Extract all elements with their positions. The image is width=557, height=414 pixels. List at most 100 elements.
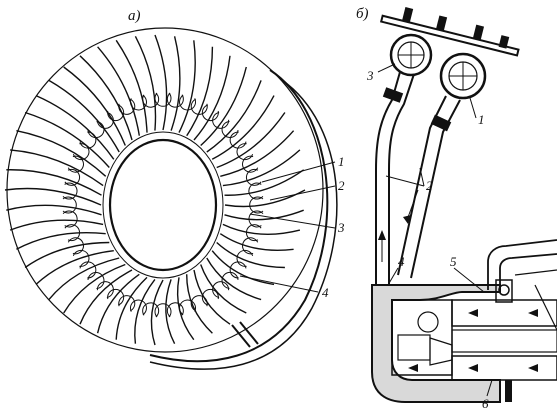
coil-bend xyxy=(154,303,172,318)
chamber-part-2 xyxy=(397,334,431,361)
channel-middle xyxy=(451,329,557,353)
bolt-2 xyxy=(436,15,448,31)
coil-bend xyxy=(212,112,230,129)
coil-bend xyxy=(236,249,254,267)
leader-b4 xyxy=(387,267,399,286)
coil-bend xyxy=(179,299,196,316)
coil-tube xyxy=(222,223,301,235)
panel-a: а) 1 2 3 4 xyxy=(4,8,345,370)
coil-tube xyxy=(16,231,106,250)
channel-arrow-5 xyxy=(408,364,418,372)
coil-bend xyxy=(249,196,264,214)
callout-b-3: 3 xyxy=(366,68,374,83)
tube-left-inner xyxy=(388,73,415,285)
coil-tube xyxy=(193,269,231,325)
callout-a-3: 3 xyxy=(337,220,345,235)
coil-tube xyxy=(186,46,214,137)
callout-a-2: 2 xyxy=(338,178,345,193)
coil-bend xyxy=(118,295,136,312)
coil-tube xyxy=(35,94,115,160)
header-left-outer xyxy=(389,33,433,77)
coil-tube xyxy=(170,36,181,131)
coil-tube xyxy=(79,55,133,141)
coil-bend xyxy=(166,302,184,318)
coil-tube xyxy=(48,257,120,301)
inner-chamber xyxy=(391,299,453,376)
fixture-rail xyxy=(514,269,557,276)
coil-bend xyxy=(242,155,259,173)
channel-upper xyxy=(451,299,557,327)
coil-tube xyxy=(211,95,275,160)
fixture-pipe-inner xyxy=(499,253,557,285)
panel-b-leaders xyxy=(377,63,493,397)
coil-bend xyxy=(96,281,114,298)
tube-right-outer xyxy=(397,95,447,276)
leader-b2a xyxy=(385,175,425,187)
callout-a-4: 4 xyxy=(322,285,329,300)
chamber-part-3 xyxy=(429,337,453,366)
callout-b-5: 5 xyxy=(450,254,457,269)
chamber-part-1 xyxy=(417,311,439,333)
coil-bend xyxy=(248,210,264,228)
leader-b2b xyxy=(419,167,425,187)
coil-tube xyxy=(224,189,306,208)
coil-bend xyxy=(229,261,247,279)
coil-tube xyxy=(134,278,156,344)
panel-a-label: а) xyxy=(128,8,141,24)
coil-tube xyxy=(206,257,262,301)
coil-bend xyxy=(190,98,208,115)
coil-tube xyxy=(6,169,102,196)
coil-tube xyxy=(48,79,120,153)
clamp xyxy=(495,279,513,303)
coil-bend xyxy=(212,281,230,298)
callout-b-1: 1 xyxy=(478,112,485,127)
channel-arrow-4 xyxy=(528,364,538,372)
coil-tube xyxy=(200,66,247,147)
coil-tube xyxy=(219,233,294,251)
bolt-4 xyxy=(498,35,510,49)
fixture-pipe-outer xyxy=(487,239,557,290)
casing xyxy=(371,279,557,403)
coil-tube xyxy=(193,55,231,141)
coil-tube xyxy=(10,149,104,187)
outer-rim xyxy=(149,69,329,363)
outer-rim-inner xyxy=(149,79,338,370)
coil-bend xyxy=(130,94,147,111)
coil-tube xyxy=(224,209,304,221)
coil-tube xyxy=(216,112,286,169)
coil-bend xyxy=(62,182,78,200)
channel-lower xyxy=(451,355,557,381)
leader-b1 xyxy=(469,97,477,119)
coil-bend xyxy=(67,237,84,255)
fixture-strut xyxy=(534,284,557,331)
coil-bend xyxy=(130,299,147,316)
coil-bend xyxy=(87,121,105,139)
leader-a2 xyxy=(269,185,336,201)
coil-tube xyxy=(220,130,295,177)
header-right xyxy=(439,52,487,100)
coil-bend xyxy=(229,131,247,149)
flow-arrow-up xyxy=(378,230,386,240)
coil-bend xyxy=(221,121,239,138)
leader-b3 xyxy=(377,63,396,73)
coil-tube xyxy=(206,80,262,153)
coil-tube xyxy=(16,130,107,177)
coil-bend xyxy=(166,92,184,108)
coil-tube xyxy=(185,274,213,334)
leader-b6 xyxy=(486,379,493,397)
coil-tube xyxy=(216,241,285,269)
coil-tube xyxy=(4,187,102,206)
panel-a-leaders xyxy=(239,161,336,293)
coil-bend xyxy=(79,131,97,149)
coil-loops xyxy=(4,34,306,346)
tube-right-inner xyxy=(410,99,461,279)
coil-bend xyxy=(142,302,160,318)
header-right-outer xyxy=(439,52,487,100)
coil-bend xyxy=(96,112,114,129)
coil-tube xyxy=(115,276,148,340)
central-opening xyxy=(108,138,218,272)
coil-tube xyxy=(63,66,126,146)
leader-a1 xyxy=(261,161,336,183)
coil-bend xyxy=(72,249,90,267)
coil-bend xyxy=(248,182,264,200)
